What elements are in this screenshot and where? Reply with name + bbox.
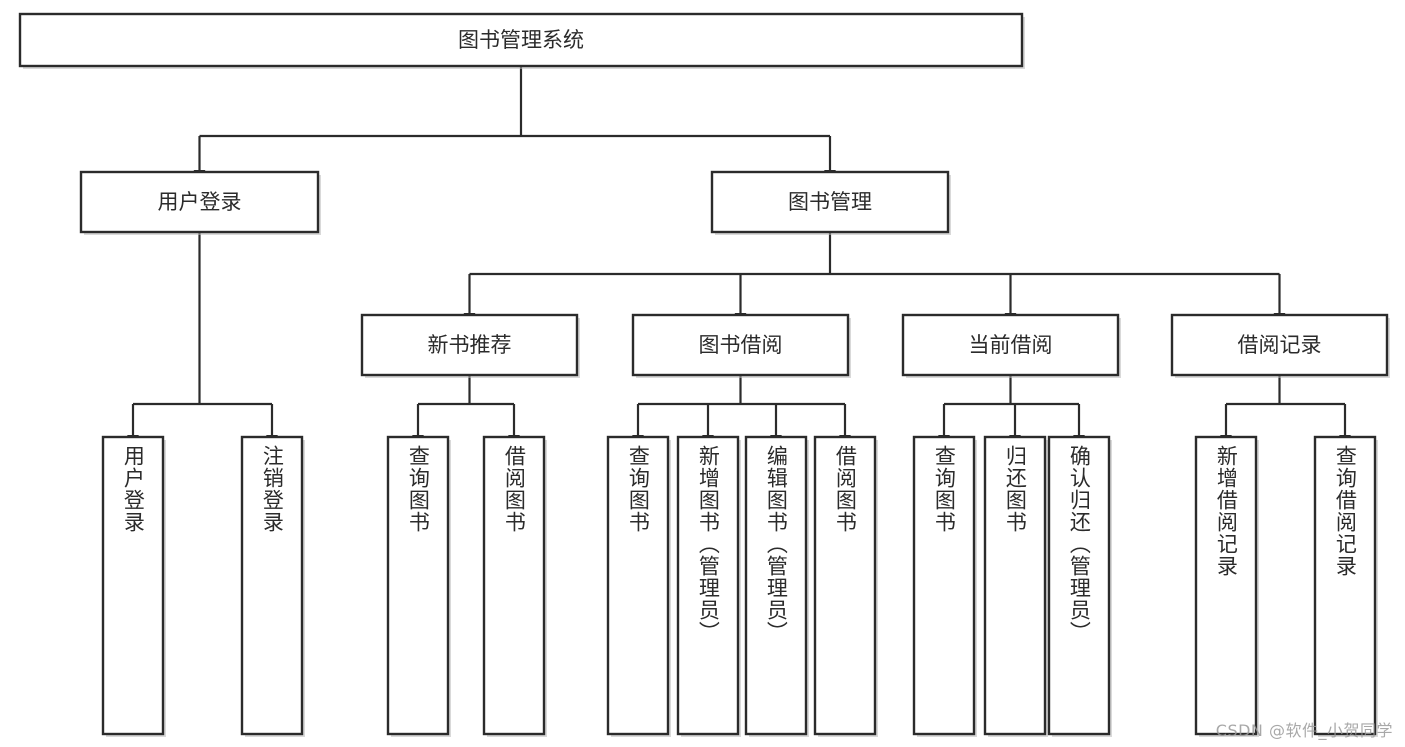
leaf-node-leaf-query-book-borrow[interactable] (606, 435, 670, 736)
leaf-node-leaf-borrow-book-rec[interactable] (482, 435, 546, 736)
root-title: 图书管理系统 (458, 28, 584, 52)
watermark-text: CSDN @软件_小贺同学 (1215, 721, 1393, 740)
node-label-current-borrow: 当前借阅 (969, 333, 1053, 357)
node-current-borrow[interactable] (901, 313, 1120, 377)
leaf-node-leaf-query-book-rec[interactable] (386, 435, 450, 736)
node-borrow-record[interactable] (1170, 313, 1389, 377)
leaf-node-leaf-query-book-cur[interactable] (912, 435, 976, 736)
leaf-node-leaf-logout[interactable] (240, 435, 304, 736)
node-label-user-login: 用户登录 (158, 190, 242, 214)
node-book-borrow[interactable] (631, 313, 850, 377)
leaf-node-leaf-user-login[interactable] (101, 435, 165, 736)
node-user-login[interactable] (79, 170, 320, 234)
edge-layer (133, 66, 1345, 436)
leaf-node-leaf-add-record[interactable] (1194, 435, 1258, 736)
leaf-node-leaf-add-book[interactable] (676, 435, 740, 736)
node-label-book-manage: 图书管理 (788, 190, 872, 214)
node-label-borrow-record: 借阅记录 (1238, 333, 1322, 357)
leaf-node-leaf-query-record[interactable] (1313, 435, 1377, 736)
node-label-book-borrow: 图书借阅 (699, 333, 783, 357)
leaf-node-leaf-edit-book[interactable] (744, 435, 808, 736)
node-root-root[interactable] (18, 12, 1024, 68)
leaf-node-leaf-return-book[interactable] (983, 435, 1047, 736)
leaf-node-leaf-confirm-return[interactable] (1047, 435, 1111, 736)
node-label-new-book-recommend: 新书推荐 (428, 333, 512, 357)
node-book-manage[interactable] (710, 170, 950, 234)
node-layer (18, 12, 1390, 737)
leaf-node-leaf-borrow-book[interactable] (813, 435, 877, 736)
node-new-book-recommend[interactable] (360, 313, 579, 377)
